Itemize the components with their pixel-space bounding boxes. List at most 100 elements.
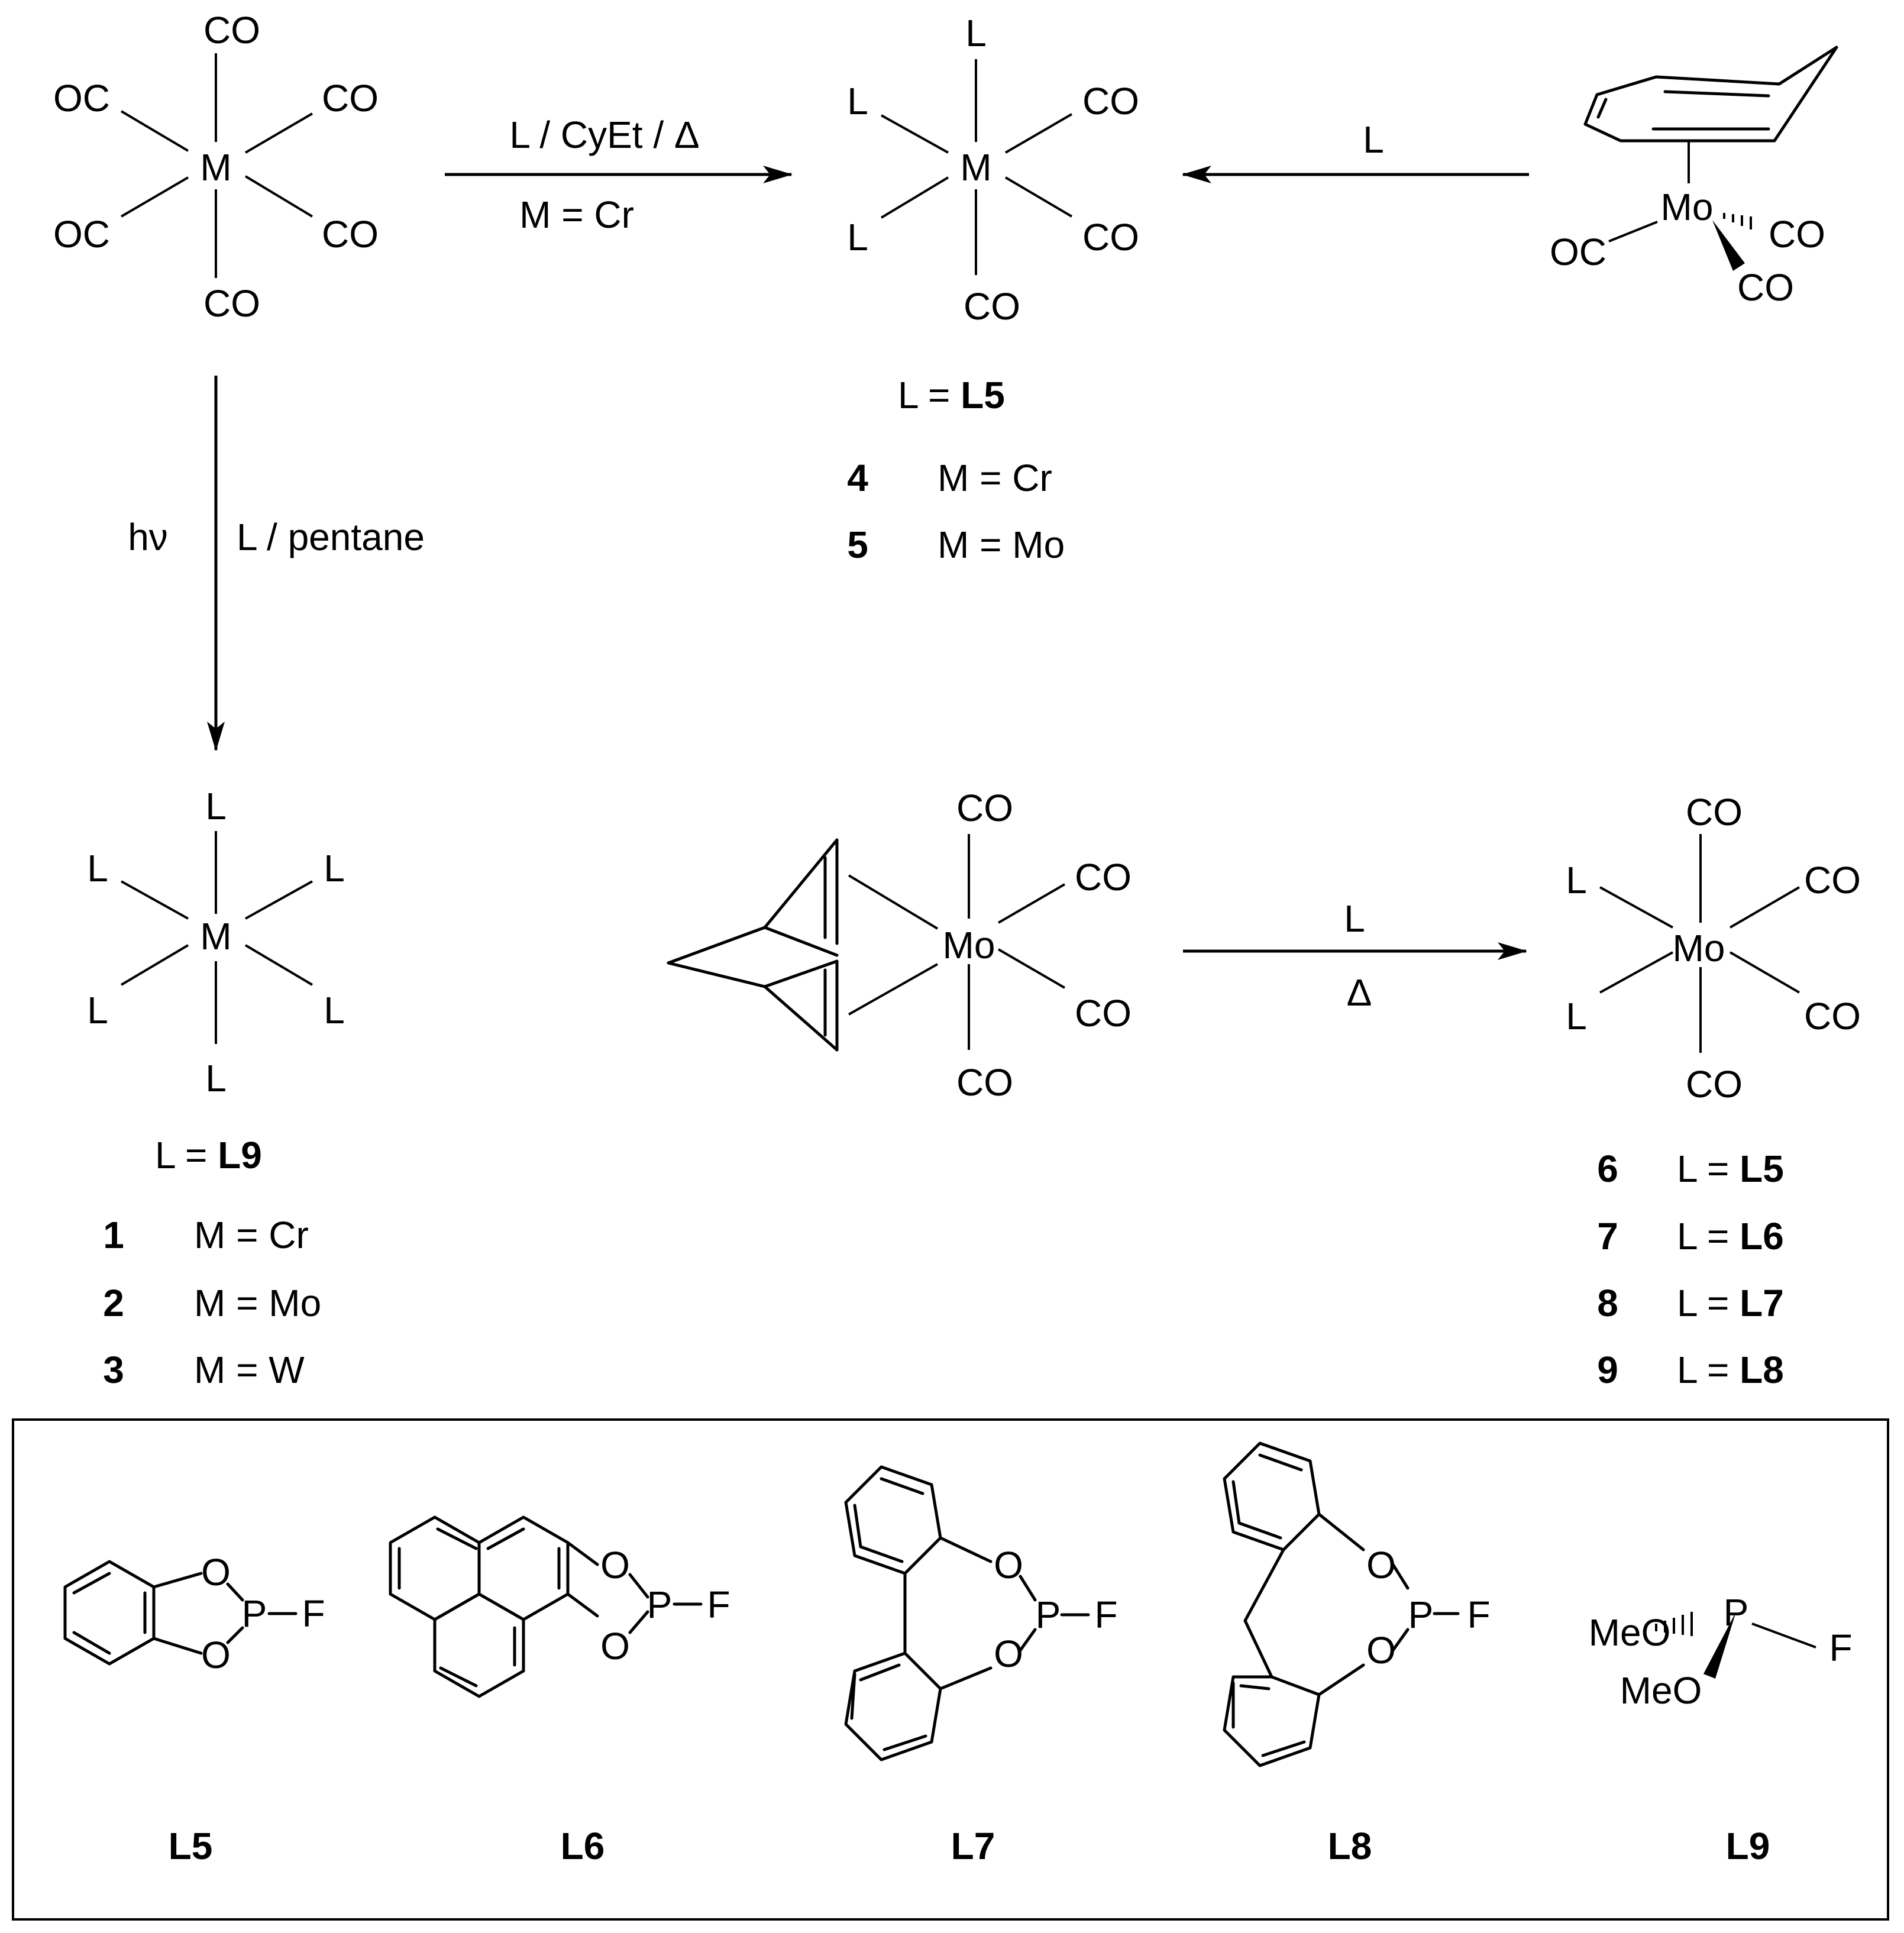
carbonyl-label: CO bbox=[322, 77, 379, 119]
compound-ligand: L = L5 bbox=[1677, 1147, 1784, 1190]
compound-number: 6 bbox=[1597, 1147, 1618, 1190]
oxygen-atom: O bbox=[994, 1633, 1023, 1675]
ligand-structure-l8: O O P F L8 bbox=[1223, 1441, 1491, 1867]
metal-symbol: Mo bbox=[1673, 927, 1725, 969]
carbonyl-label: CO bbox=[1686, 1063, 1743, 1106]
oxygen-atom: O bbox=[1366, 1629, 1396, 1672]
product-fac-trisubstituted: M L L L CO CO CO L = L5 4 M = Cr 5 M = M… bbox=[847, 12, 1139, 566]
compound-number: 4 bbox=[847, 457, 868, 499]
ligand-name: L7 bbox=[951, 1825, 995, 1867]
compound-number: 2 bbox=[103, 1282, 124, 1324]
metal-symbol: Mo bbox=[1661, 186, 1714, 228]
phosphorus-atom: P bbox=[647, 1583, 673, 1626]
ligand-label: L bbox=[1566, 859, 1587, 901]
oxygen-atom: O bbox=[1366, 1544, 1396, 1586]
carbonyl-label: CO bbox=[322, 213, 379, 256]
reaction-arrow-from-cht: L bbox=[1182, 118, 1529, 183]
carbonyl-label: CO bbox=[203, 9, 260, 51]
compound-metal: M = Cr bbox=[938, 457, 1052, 499]
oxygen-atom: O bbox=[994, 1544, 1023, 1586]
ligand-panel-frame bbox=[12, 1418, 1889, 1921]
ligand-name: L6 bbox=[561, 1825, 605, 1867]
ligand-name: L8 bbox=[1328, 1825, 1372, 1867]
ligand-name: L5 bbox=[169, 1825, 213, 1867]
compound-ligand: L = L7 bbox=[1677, 1282, 1784, 1324]
ligand-structure-l5: O O P F L5 bbox=[63, 1551, 325, 1867]
carbonyl-label: OC bbox=[53, 213, 110, 256]
carbonyl-label: CO bbox=[1804, 859, 1861, 901]
fluorine-atom: F bbox=[707, 1583, 730, 1626]
ligand-label: L bbox=[205, 785, 227, 827]
methoxy-group: MeO bbox=[1589, 1611, 1671, 1654]
metal-symbol: M bbox=[200, 146, 231, 189]
ligand-label: L bbox=[87, 989, 108, 1032]
product-homoleptic: M L L L L L L L = L9 1 M = Cr 2 M = Mo 3… bbox=[87, 785, 345, 1391]
ligand-label: L bbox=[205, 1057, 227, 1100]
product-cis-disubstituted: Mo CO L CO L CO CO 6 L = L5 7 L = L6 8 L… bbox=[1566, 791, 1861, 1391]
phosphorus-atom: P bbox=[1724, 1591, 1749, 1634]
ligand-label: L bbox=[847, 80, 868, 122]
arrow-metal-label: M = Cr bbox=[519, 193, 634, 236]
compound-metal: M = Mo bbox=[938, 523, 1065, 566]
ligand-legend: L = L9 bbox=[155, 1134, 262, 1176]
ligand-name: L9 bbox=[1726, 1825, 1770, 1867]
carbonyl-label: CO bbox=[1804, 995, 1861, 1037]
arrow-reagent-label: L bbox=[1363, 118, 1384, 161]
ligand-label: L bbox=[324, 847, 345, 890]
compound-metal: M = Cr bbox=[194, 1214, 309, 1256]
carbonyl-label: CO bbox=[1737, 266, 1794, 309]
methoxy-group: MeO bbox=[1620, 1669, 1702, 1712]
compound-number: 3 bbox=[103, 1349, 124, 1391]
ligand-legend: L = L5 bbox=[898, 374, 1005, 416]
norbornadiene-molybdenum-tetracarbonyl: Mo CO CO CO CO bbox=[667, 787, 1132, 1104]
compound-ligand: L = L8 bbox=[1677, 1349, 1784, 1391]
arrow-conditions-label: L / pentane bbox=[237, 516, 425, 558]
ligand-structure-l9: MeO MeO P F L9 bbox=[1589, 1591, 1853, 1867]
carbonyl-label: OC bbox=[53, 77, 110, 119]
reaction-arrow-thermal: L / CyEt / Δ M = Cr bbox=[445, 114, 793, 236]
cycloheptatriene-molybdenum-tricarbonyl: Mo OC CO CO bbox=[1550, 46, 1838, 309]
carbonyl-label: CO bbox=[1769, 213, 1825, 256]
compound-number: 1 bbox=[103, 1214, 124, 1256]
carbonyl-label: CO bbox=[964, 285, 1020, 328]
carbonyl-label: CO bbox=[1082, 80, 1139, 122]
compound-metal: M = Mo bbox=[194, 1282, 321, 1324]
compound-number: 8 bbox=[1597, 1282, 1618, 1324]
carbonyl-label: OC bbox=[1550, 231, 1606, 273]
arrow-heat-label: Δ bbox=[1347, 971, 1372, 1014]
fluorine-atom: F bbox=[302, 1592, 325, 1635]
reaction-arrow-photolysis: hν L / pentane bbox=[128, 376, 425, 751]
carbonyl-label: CO bbox=[1082, 216, 1139, 258]
reaction-arrow-substitution: L Δ bbox=[1183, 897, 1527, 1014]
carbonyl-label: CO bbox=[956, 787, 1013, 829]
metal-symbol: M bbox=[200, 915, 231, 958]
phosphorus-atom: P bbox=[1408, 1593, 1434, 1636]
ligand-label: L bbox=[87, 847, 108, 890]
arrow-reagent-label: L bbox=[1344, 897, 1365, 940]
fluorine-atom: F bbox=[1829, 1627, 1852, 1669]
oxygen-atom: O bbox=[201, 1634, 231, 1676]
fluorine-atom: F bbox=[1094, 1593, 1117, 1636]
arrow-light-label: hν bbox=[128, 516, 168, 558]
metal-hexacarbonyl: M CO OC CO OC CO CO bbox=[53, 9, 379, 325]
ligand-structure-l7: O O P F L7 bbox=[844, 1465, 1118, 1867]
ligand-label: L bbox=[1566, 995, 1587, 1037]
arrow-conditions-label: L / CyEt / Δ bbox=[509, 114, 699, 156]
compound-ligand: L = L6 bbox=[1677, 1215, 1784, 1258]
ligand-label: L bbox=[324, 989, 345, 1032]
carbonyl-label: CO bbox=[1686, 791, 1743, 833]
oxygen-atom: O bbox=[201, 1551, 231, 1593]
fluorine-atom: F bbox=[1467, 1593, 1490, 1636]
carbonyl-label: CO bbox=[203, 282, 260, 325]
carbonyl-label: CO bbox=[1075, 992, 1132, 1035]
compound-metal: M = W bbox=[194, 1349, 305, 1391]
compound-number: 7 bbox=[1597, 1215, 1618, 1258]
phosphorus-atom: P bbox=[242, 1592, 267, 1635]
ligand-structure-l6: O O P F L6 bbox=[389, 1515, 730, 1867]
ligand-label: L bbox=[847, 216, 868, 258]
carbonyl-label: CO bbox=[1075, 856, 1132, 898]
compound-number: 9 bbox=[1597, 1349, 1618, 1391]
carbonyl-label: CO bbox=[956, 1061, 1013, 1104]
oxygen-atom: O bbox=[600, 1544, 630, 1586]
